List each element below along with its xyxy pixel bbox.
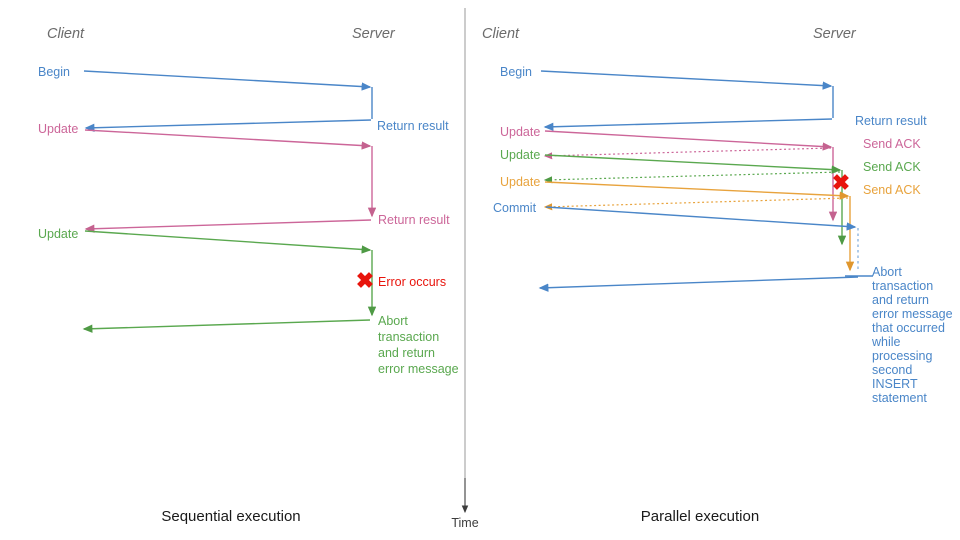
parallel-annotation-abort-note: Abort transaction and return error messa…: [871, 265, 953, 405]
panel-parallel: Client Server Begin Return result Update…: [482, 26, 953, 525]
message-return-result-1: Return result: [84, 119, 449, 133]
message-abort-return-arrow: [82, 319, 371, 333]
parallel-client-header: Client: [482, 26, 520, 42]
parallel-abort-note-line-1: Abort: [872, 265, 902, 279]
parallel-message-return-result-arrow: [543, 118, 833, 131]
panel-sequential: Client Server Begin Return result Update…: [38, 26, 459, 525]
message-update-1-arrow: [84, 129, 372, 150]
sequential-caption: Sequential execution: [161, 508, 300, 525]
parallel-abort-note-line-10: statement: [872, 391, 927, 405]
message-update-2: Update: [38, 227, 372, 254]
parallel-message-update-3-arrow: [544, 181, 850, 200]
x-mark-icon: ✖: [356, 268, 374, 293]
parallel-abort-note-line-5: that occurred: [872, 321, 945, 335]
parallel-message-update-2: Update: [500, 148, 842, 174]
sequential-client-header: Client: [47, 26, 85, 42]
x-mark-icon: ✖: [832, 170, 850, 195]
message-update-1: Update: [38, 122, 372, 150]
parallel-abort-note-line-7: processing: [872, 349, 932, 363]
message-return-result-1-arrow: [84, 119, 372, 132]
annotation-abort-note: Abort transaction and return error messa…: [378, 314, 459, 376]
message-begin: Begin: [38, 65, 372, 91]
parallel-message-begin: Begin: [500, 65, 833, 90]
abort-note-line-3: and return: [378, 346, 435, 360]
parallel-message-send-ack-1: Send ACK: [543, 137, 921, 160]
parallel-message-return-result-label: Return result: [855, 114, 927, 128]
message-return-result-2-label: Return result: [378, 213, 450, 227]
abort-note-line-1: Abort: [378, 314, 408, 328]
parallel-message-update-1-arrow: [544, 130, 833, 151]
parallel-message-update-1: Update: [500, 125, 833, 151]
abort-note-line-2: transaction: [378, 330, 439, 344]
parallel-message-begin-arrow: [540, 70, 833, 90]
parallel-message-send-ack-2-label: Send ACK: [863, 160, 921, 174]
parallel-message-send-ack-1-label: Send ACK: [863, 137, 921, 151]
message-return-result-1-label: Return result: [377, 119, 449, 133]
parallel-message-send-ack-2: Send ACK: [543, 160, 921, 184]
message-update-1-label: Update: [38, 122, 78, 136]
parallel-message-send-ack-1-arrow: [543, 147, 832, 160]
parallel-message-send-ack-3-arrow: [543, 197, 849, 211]
parallel-message-update-1-label: Update: [500, 125, 540, 139]
parallel-abort-note-line-6: while: [871, 335, 901, 349]
message-return-result-2: Return result: [84, 213, 450, 233]
parallel-message-send-ack-3: Send ACK: [543, 183, 921, 211]
parallel-message-update-2-label: Update: [500, 148, 540, 162]
parallel-message-commit: Commit: [493, 201, 857, 231]
annotation-error-occurs: ✖ Error occurs: [356, 268, 446, 293]
parallel-message-commit-arrow: [545, 206, 857, 231]
parallel-abort-note-line-4: error message: [872, 307, 953, 321]
parallel-message-send-ack-3-label: Send ACK: [863, 183, 921, 197]
annotation-error-occurs-label: Error occurs: [378, 275, 446, 289]
message-update-2-label: Update: [38, 227, 78, 241]
sequential-server-header: Server: [352, 26, 396, 42]
parallel-message-return-result: Return result: [543, 114, 927, 131]
message-update-2-arrow: [84, 230, 372, 254]
message-begin-label: Begin: [38, 65, 70, 79]
parallel-server-header: Server: [813, 26, 857, 42]
parallel-message-update-3-label: Update: [500, 175, 540, 189]
parallel-abort-note-line-2: transaction: [872, 279, 933, 293]
parallel-abort-note-line-9: INSERT: [872, 377, 918, 391]
parallel-message-begin-label: Begin: [500, 65, 532, 79]
parallel-abort-note-line-8: second: [872, 363, 912, 377]
parallel-message-abort-return-arrow: [538, 276, 859, 292]
parallel-message-update-2-arrow: [544, 154, 842, 174]
parallel-message-commit-label: Commit: [493, 201, 537, 215]
parallel-message-send-ack-2-arrow: [543, 171, 841, 184]
parallel-abort-note-line-3: and return: [872, 293, 929, 307]
message-begin-arrow: [83, 70, 372, 91]
time-axis-label: Time: [451, 516, 478, 530]
parallel-message-update-3: Update: [500, 175, 850, 200]
message-return-result-2-arrow: [84, 219, 372, 233]
abort-note-line-4: error message: [378, 362, 459, 376]
parallel-caption: Parallel execution: [641, 508, 759, 525]
